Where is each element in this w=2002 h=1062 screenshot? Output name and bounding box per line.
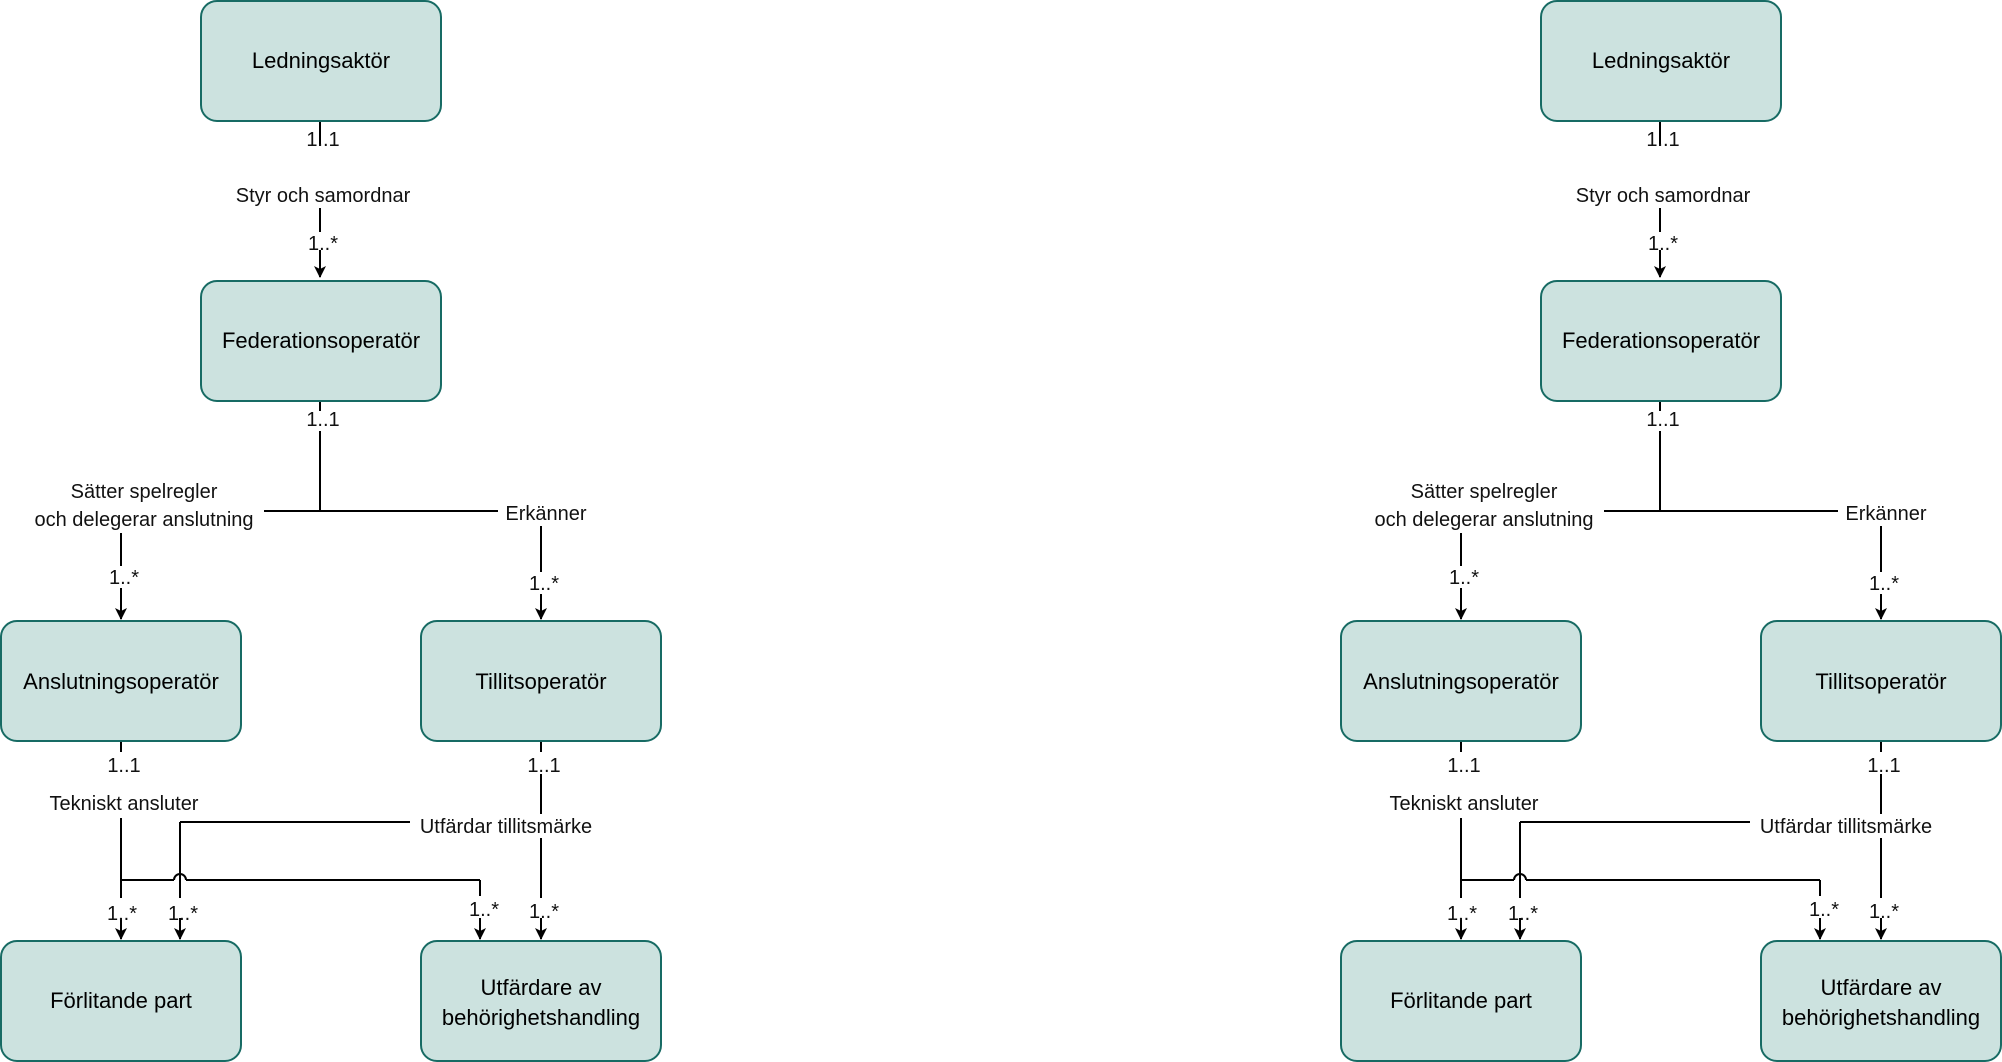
mult-styr-target: 1..* (308, 233, 338, 255)
node-federationsoperator-label: Federationsoperatör (222, 328, 420, 353)
mult-tillitsmarke-source: 1..1 (527, 755, 560, 777)
node-federationsoperator-label: Federationsoperatör (1562, 328, 1760, 353)
mult-tekniskt-source: 1..1 (107, 755, 140, 777)
mult-styr-source: 1..1 (1646, 129, 1679, 151)
label-satter-spelregler-line2: och delegerar anslutning (34, 509, 253, 531)
node-forlitande-part-label: Förlitande part (1390, 988, 1532, 1013)
mult-tillitsmarke-target-utfardare: 1..* (529, 901, 559, 923)
mult-erkanner-target: 1..* (1869, 573, 1899, 595)
mult-tillitsmarke-target-forlitande: 1..* (1508, 903, 1538, 925)
label-satter-spelregler-line1: Sätter spelregler (71, 481, 218, 503)
node-federationsoperator: Federationsoperatör (1540, 280, 1782, 402)
node-ledningsaktor: Ledningsaktör (1540, 0, 1782, 122)
node-anslutningsoperator-label: Anslutningsoperatör (23, 669, 219, 694)
mult-tekniskt-source: 1..1 (1447, 755, 1480, 777)
label-utfardar-tillitsmarke: Utfärdar tillitsmärke (420, 816, 592, 838)
node-federationsoperator: Federationsoperatör (200, 280, 442, 402)
label-erkanner: Erkänner (1845, 503, 1926, 525)
node-anslutningsoperator-label: Anslutningsoperatör (1363, 669, 1559, 694)
node-utfardare-label-line1: Utfärdare av (1820, 975, 1941, 1000)
mult-erkanner-target: 1..* (529, 573, 559, 595)
diagram-copy-left: 1..1 Styr och samordnar 1..* 1..1 Sätter… (0, 0, 662, 1062)
edge-federation-trunk (1604, 402, 1838, 512)
node-tillitsoperator-label: Tillitsoperatör (475, 669, 606, 694)
mult-satter-target: 1..* (1449, 567, 1479, 589)
label-styr-och-samordnar: Styr och samordnar (236, 185, 411, 207)
node-ledningsaktor: Ledningsaktör (200, 0, 442, 122)
edge-utfardar-tillitsmarke (1514, 742, 1887, 940)
mult-tekniskt-target-utfardare: 1..* (469, 899, 499, 921)
mult-tillitsmarke-target-forlitande: 1..* (168, 903, 198, 925)
node-utfardare: Utfärdare av behörighetshandling (1760, 940, 2002, 1062)
node-anslutningsoperator: Anslutningsoperatör (1340, 620, 1582, 742)
node-ledningsaktor-label: Ledningsaktör (1592, 48, 1730, 73)
label-satter-spelregler-line2: och delegerar anslutning (1374, 509, 1593, 531)
mult-federation-source: 1..1 (1646, 409, 1679, 431)
node-tillitsoperator: Tillitsoperatör (1760, 620, 2002, 742)
node-utfardare: Utfärdare av behörighetshandling (420, 940, 662, 1062)
node-utfardare-label-line1: Utfärdare av (480, 975, 601, 1000)
edge-utfardar-tillitsmarke (174, 742, 547, 940)
label-styr-och-samordnar: Styr och samordnar (1576, 185, 1751, 207)
edge-tekniskt-ansluter (1455, 742, 1826, 940)
label-tekniskt-ansluter: Tekniskt ansluter (50, 793, 199, 815)
label-tekniskt-ansluter: Tekniskt ansluter (1390, 793, 1539, 815)
mult-tillitsmarke-source: 1..1 (1867, 755, 1900, 777)
node-forlitande-part: Förlitande part (0, 940, 242, 1062)
node-utfardare-label-line2: behörighetshandling (1782, 1005, 1980, 1030)
node-tillitsoperator: Tillitsoperatör (420, 620, 662, 742)
mult-federation-source: 1..1 (306, 409, 339, 431)
label-erkanner: Erkänner (505, 503, 586, 525)
label-satter-spelregler-line1: Sätter spelregler (1411, 481, 1558, 503)
node-forlitande-part: Förlitande part (1340, 940, 1582, 1062)
mult-satter-target: 1..* (109, 567, 139, 589)
diagram-copy-right: 1..1 Styr och samordnar 1..* 1..1 Sätter… (1340, 0, 2002, 1062)
edge-federation-trunk (264, 402, 498, 512)
node-tillitsoperator-label: Tillitsoperatör (1815, 669, 1946, 694)
mult-styr-target: 1..* (1648, 233, 1678, 255)
node-forlitande-part-label: Förlitande part (50, 988, 192, 1013)
mult-tekniskt-target-forlitande: 1..* (1447, 903, 1477, 925)
mult-tekniskt-target-utfardare: 1..* (1809, 899, 1839, 921)
mult-tekniskt-target-forlitande: 1..* (107, 903, 137, 925)
mult-styr-source: 1..1 (306, 129, 339, 151)
node-ledningsaktor-label: Ledningsaktör (252, 48, 390, 73)
mult-tillitsmarke-target-utfardare: 1..* (1869, 901, 1899, 923)
label-utfardar-tillitsmarke: Utfärdar tillitsmärke (1760, 816, 1932, 838)
node-anslutningsoperator: Anslutningsoperatör (0, 620, 242, 742)
node-utfardare-label-line2: behörighetshandling (442, 1005, 640, 1030)
